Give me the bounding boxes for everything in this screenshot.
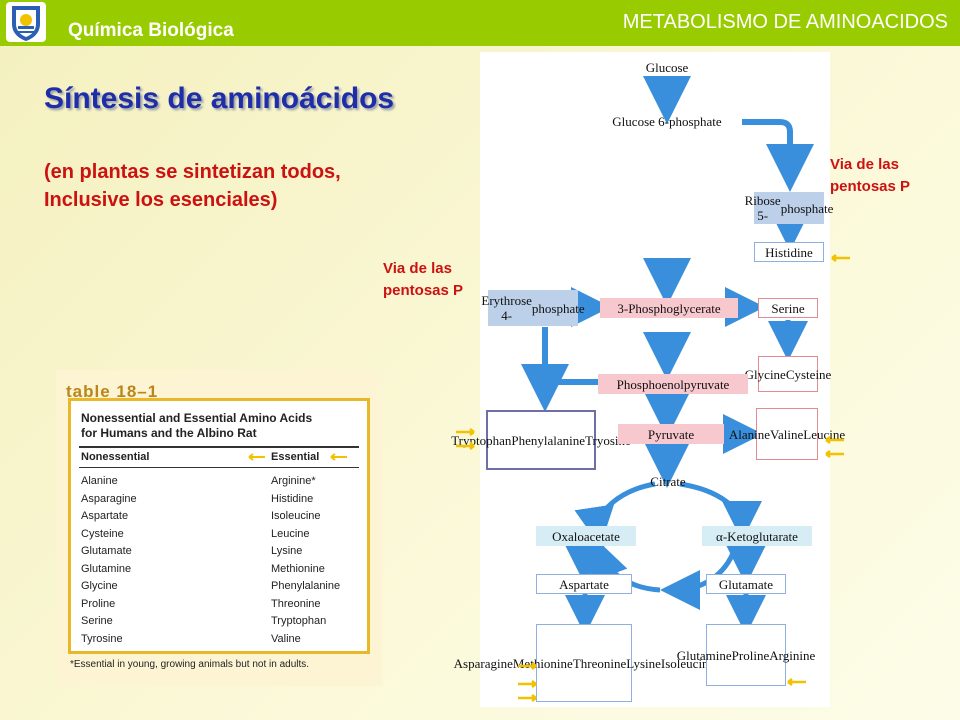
slide-subtitle: (en plantas se sintetizan todos, Inclusi… bbox=[44, 158, 341, 214]
pentose-label-left-line-2: pentosas P bbox=[383, 282, 464, 299]
subtitle-line-2: Inclusive los esenciales) bbox=[44, 189, 278, 211]
node-erythrose-4-phosphate: Erythrose 4-phosphate bbox=[481, 290, 585, 326]
essential-cell: Methionine bbox=[271, 562, 325, 575]
arrow-marker-icon bbox=[518, 662, 537, 670]
nonessential-cell: Glutamine bbox=[81, 562, 132, 575]
node-phosphoenolpyruvate: Phosphoenolpyruvate bbox=[598, 374, 748, 394]
nonessential-cell: Asparagine bbox=[81, 492, 137, 505]
subtitle-line-1: (en plantas se sintetizan todos, bbox=[44, 161, 341, 183]
arrow-marker-icon bbox=[825, 450, 844, 458]
table-footnote: *Essential in young, growing animals but… bbox=[70, 659, 310, 670]
table-heading: table 18–1 bbox=[66, 382, 159, 401]
arrow-marker-icon bbox=[825, 436, 844, 444]
node-ribose-5-phosphate: Ribose 5-phosphate bbox=[744, 192, 834, 224]
table-caption-line-2: for Humans and the Albino Rat bbox=[81, 426, 257, 440]
column-header-nonessential: Nonessential bbox=[81, 451, 150, 463]
essential-cell: Leucine bbox=[271, 527, 310, 540]
nonessential-cell: Proline bbox=[81, 597, 116, 610]
nonessential-cell: Serine bbox=[81, 615, 113, 627]
arrow-marker-icon bbox=[787, 678, 806, 686]
node-glucose: Glucose bbox=[645, 59, 689, 75]
essential-cell: Threonine bbox=[271, 597, 321, 610]
essential-cell: Isoleucine bbox=[271, 510, 321, 522]
node-glucose-6-phosphate: Glucose 6-phosphate bbox=[612, 113, 722, 129]
column-header-essential: Essential bbox=[271, 451, 320, 463]
essential-cell: Lysine bbox=[271, 545, 303, 557]
arrow-marker-icon bbox=[330, 453, 347, 461]
table-box: Nonessential and Essential Amino Acids f… bbox=[68, 398, 370, 654]
topic-title: METABOLISMO DE AMINOACIDOS bbox=[622, 11, 948, 33]
course-title: Química Biológica bbox=[68, 20, 234, 41]
amino-acid-biosynthesis-diagram: Glucose Glucose 6-phosphate Ribose 5-pho… bbox=[451, 52, 845, 707]
node-oxaloacetate: Oxaloacetate bbox=[536, 526, 636, 546]
node-citrate: Citrate bbox=[650, 473, 686, 489]
node-histidine: Histidine bbox=[754, 242, 824, 262]
node-alpha-ketoglutarate: α-Ketoglutarate bbox=[702, 526, 812, 546]
university-logo-icon bbox=[6, 2, 46, 42]
table-rule bbox=[79, 446, 359, 448]
node-pyruvate: Pyruvate bbox=[618, 424, 724, 444]
nonessential-cell: Alanine bbox=[81, 475, 118, 487]
table-caption-line-1: Nonessential and Essential Amino Acids bbox=[81, 411, 313, 425]
table-caption: Nonessential and Essential Amino Acids f… bbox=[81, 411, 361, 441]
node-3-phosphoglycerate: 3-Phosphoglycerate bbox=[600, 298, 738, 318]
arrow-marker-icon bbox=[518, 694, 537, 702]
table-rule bbox=[79, 467, 359, 468]
pentose-label-right: Via de las pentosas P bbox=[830, 154, 910, 198]
node-glutamate: Glutamate bbox=[706, 574, 786, 594]
amino-acid-table-image: table 18–1 Nonessential and Essential Am… bbox=[56, 370, 382, 686]
nonessential-cell: Tyrosine bbox=[81, 632, 123, 645]
pentose-label-right-line-1: Via de las bbox=[830, 156, 899, 173]
header-bar: Química Biológica METABOLISMO DE AMINOAC… bbox=[0, 0, 960, 46]
node-serine: Serine bbox=[758, 298, 818, 318]
nonessential-cell: Glycine bbox=[81, 580, 118, 592]
nonessential-cell: Cysteine bbox=[81, 527, 124, 540]
node-aspartate: Aspartate bbox=[536, 574, 632, 594]
pentose-label-right-line-2: pentosas P bbox=[830, 178, 911, 195]
nonessential-cell: Glutamate bbox=[81, 545, 132, 557]
arrow-marker-icon bbox=[831, 254, 850, 262]
essential-cell: Valine bbox=[271, 632, 301, 645]
essential-cell: Phenylalanine bbox=[271, 580, 341, 592]
arrow-marker-icon bbox=[518, 680, 537, 688]
arrow-marker-icon bbox=[456, 442, 475, 450]
arrow-marker-icon bbox=[456, 428, 475, 436]
essential-cell: Arginine* bbox=[271, 475, 316, 487]
pentose-label-left-line-1: Via de las bbox=[383, 260, 452, 277]
essential-cell: Histidine bbox=[271, 492, 314, 505]
pentose-label-left: Via de las pentosas P bbox=[383, 258, 463, 302]
essential-cell: Tryptophan bbox=[271, 615, 327, 627]
arrow-marker-icon bbox=[248, 453, 265, 461]
nonessential-cell: Aspartate bbox=[81, 510, 129, 522]
slide-title: Síntesis de aminoácidos bbox=[44, 82, 395, 115]
